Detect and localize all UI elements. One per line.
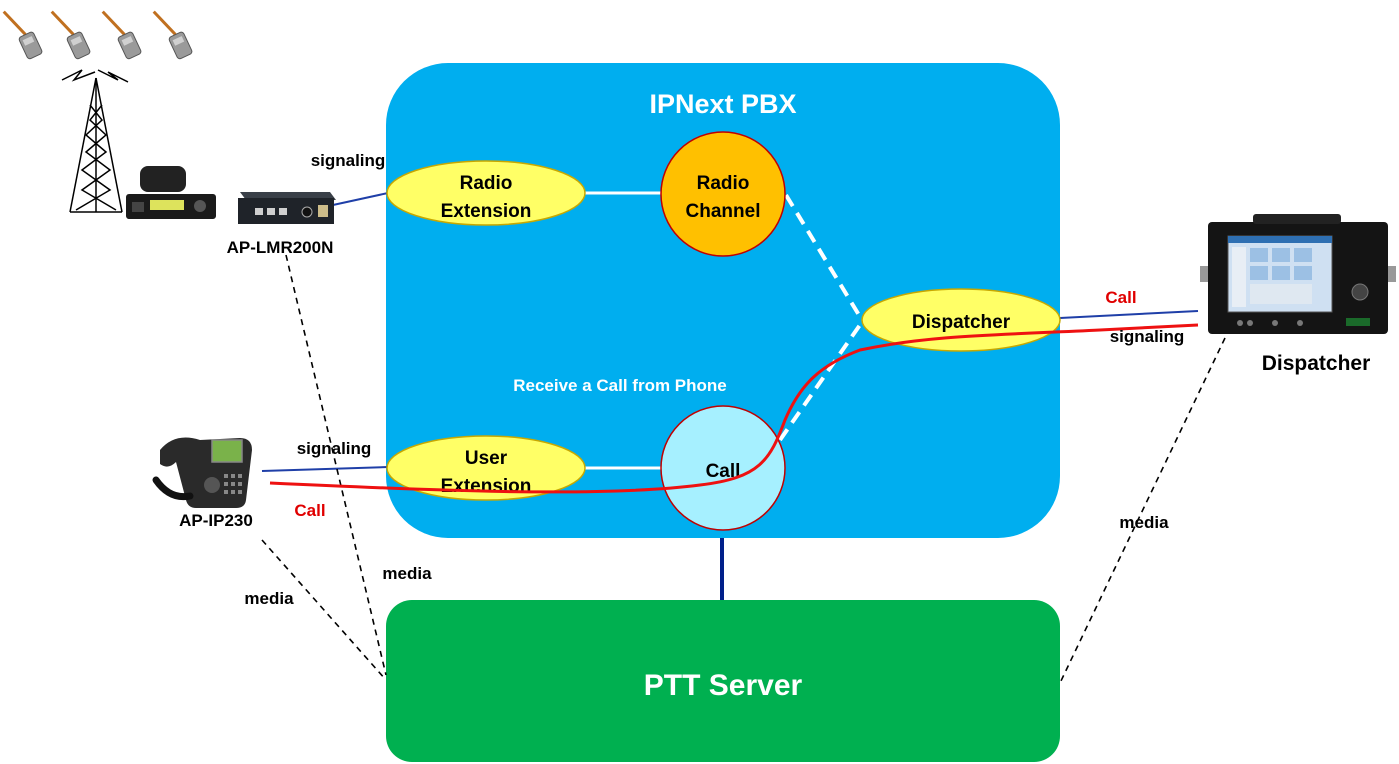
media-line-gateway: [285, 254, 387, 676]
signaling-label-phone: signaling: [297, 439, 372, 458]
link-channel-dispatcher: [784, 193, 864, 322]
call-node-label: Call: [706, 461, 741, 482]
dispatcher-node-label: Dispatcher: [912, 312, 1011, 333]
radio-extension-node: [386, 160, 586, 226]
radio-channel-node: [660, 131, 786, 257]
user-extension-label-2: Extension: [441, 476, 532, 497]
handheld-radio-icon: [152, 10, 193, 60]
radio-channel-label-1: Radio: [697, 173, 750, 194]
call-label-phone: Call: [294, 501, 325, 520]
ip-phone-icon: [152, 437, 252, 508]
dispatch-console-icon: [1200, 214, 1396, 334]
signaling-label-console: signaling: [1110, 327, 1185, 346]
media-line-phone: [261, 539, 387, 681]
radio-extension-label-2: Extension: [441, 201, 532, 222]
pbx-subtitle: Receive a Call from Phone: [513, 376, 727, 395]
handheld-radio-icon: [101, 10, 142, 60]
pbx-title: IPNext PBX: [649, 89, 796, 119]
ptt-server-box: [386, 600, 1060, 762]
media-label-gateway: media: [382, 564, 432, 583]
mobile-radio-icon: [126, 166, 216, 219]
radio-extension-label-1: Radio: [460, 173, 513, 194]
phone-label: AP-IP230: [179, 511, 253, 530]
gateway-device-icon: [238, 192, 336, 224]
handheld-radio-icon: [50, 10, 91, 60]
gateway-label: AP-LMR200N: [227, 238, 334, 257]
signal-line-gateway: [332, 192, 389, 206]
console-label: Dispatcher: [1262, 352, 1371, 375]
media-label-phone: media: [244, 589, 294, 608]
call-label-console: Call: [1105, 288, 1136, 307]
media-label-console: media: [1119, 513, 1169, 532]
media-line-console: [1059, 337, 1226, 684]
radio-channel-label-2: Channel: [686, 201, 761, 222]
user-extension-node: [386, 435, 586, 501]
signal-line-phone: [261, 466, 389, 472]
signal-line-console: [1059, 310, 1199, 319]
radio-tower-icon: [61, 69, 129, 213]
handheld-radio-icon: [2, 10, 43, 60]
call-node: [660, 405, 786, 531]
signaling-label-gateway: signaling: [311, 151, 386, 170]
call-path: [269, 323, 1199, 494]
user-extension-label-1: User: [465, 448, 508, 469]
link-call-dispatcher: [778, 320, 864, 442]
ptt-server-label: PTT Server: [644, 669, 803, 702]
